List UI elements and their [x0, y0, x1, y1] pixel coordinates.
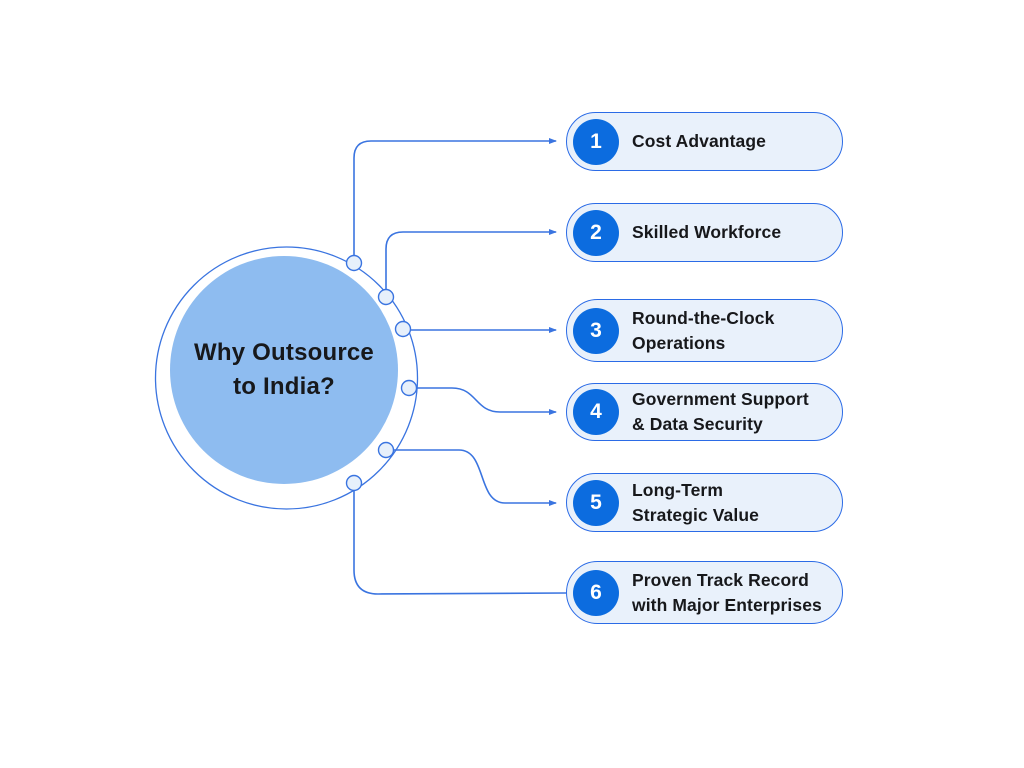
connector-1	[353, 138, 557, 263]
attach-node-5	[377, 441, 395, 459]
attach-node-1	[345, 254, 363, 272]
branch-card-4: 4 Government Support & Data Security	[566, 383, 843, 441]
branch-number-badge-2: 2	[573, 209, 619, 256]
connector-5	[386, 449, 557, 506]
attach-node-3	[394, 320, 412, 338]
branch-number-badge-1: 1	[573, 118, 619, 165]
center-circle	[170, 256, 398, 484]
connector-6	[353, 483, 567, 595]
branch-card-3: 3 Round-the-Clock Operations	[566, 299, 843, 362]
connector-2	[385, 229, 557, 297]
branch-number-badge-6: 6	[573, 569, 619, 616]
center-outer-ring	[154, 246, 419, 510]
branch-label-6: Proven Track Record with Major Enterpris…	[632, 569, 822, 615]
branch-number-badge-3: 3	[573, 307, 619, 354]
attach-node-6	[345, 474, 363, 492]
branch-label-3: Round-the-Clock Operations	[632, 307, 775, 353]
branch-card-1: 1 Cost Advantage	[566, 112, 843, 171]
branch-card-6: 6 Proven Track Record with Major Enterpr…	[566, 561, 843, 624]
branch-label-1: Cost Advantage	[632, 131, 766, 151]
branch-label-2: Skilled Workforce	[632, 222, 782, 242]
connector-4	[409, 387, 557, 415]
attach-node-4	[400, 379, 418, 397]
branch-card-2: 2 Skilled Workforce	[566, 203, 843, 262]
branch-label-5: Long-Term Strategic Value	[632, 479, 759, 525]
center-topic-title: Why Outsource to India?	[194, 339, 374, 400]
attach-node-2	[377, 288, 395, 306]
branch-label-4: Government Support & Data Security	[632, 389, 809, 434]
branch-number-badge-5: 5	[573, 479, 619, 526]
branch-card-5: 5 Long-Term Strategic Value	[566, 473, 843, 532]
branch-number-badge-4: 4	[573, 389, 619, 435]
